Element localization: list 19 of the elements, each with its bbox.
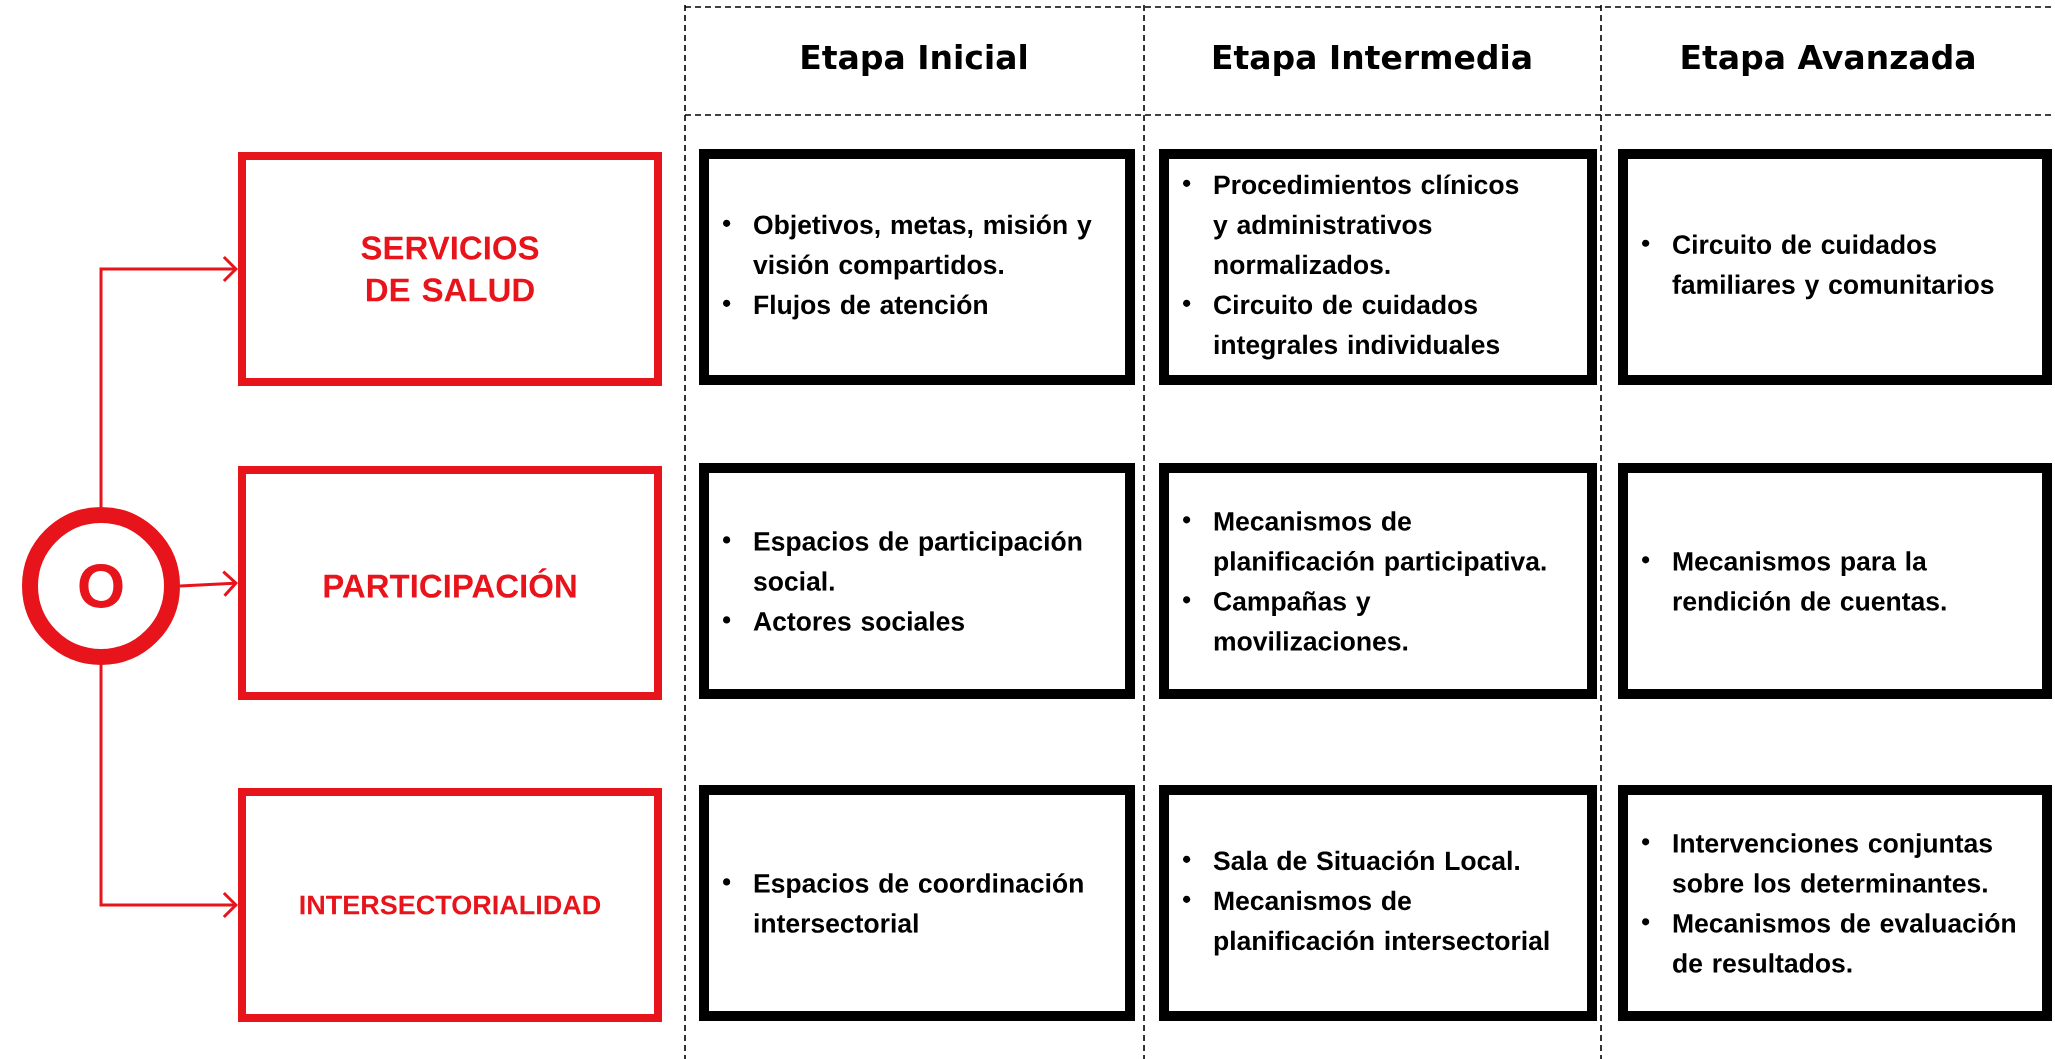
column-header: Etapa Avanzada — [1682, 44, 1974, 76]
category-box: SERVICIOS DE SALUD — [238, 152, 662, 386]
content-box: Sala de Situación Local. Mecanismos de planificación intersectorial — [1159, 785, 1597, 1021]
column-header: Etapa Intermedia — [1213, 44, 1531, 76]
content-box: Circuito de cuidados familiares y comunitarios — [1618, 149, 2052, 385]
content-box: Procedimientos clínicos y administrativos normalizados. Circuito de cuidados integrales individuales — [1159, 149, 1597, 385]
arrow — [179, 570, 238, 597]
content-box: Intervenciones conjuntas sobre los determinantes. Mecanismos de evaluación de resultados. — [1618, 785, 2052, 1021]
content-box: Espacios de coordinación intersectorial — [699, 785, 1135, 1021]
column-header: Etapa Inicial — [802, 44, 1026, 76]
arrow — [99, 665, 238, 919]
content-box: Mecanismos para la rendición de cuentas. — [1618, 463, 2052, 699]
arrow — [99, 255, 238, 507]
content-box: Espacios de participación social. Actores sociales — [699, 463, 1135, 699]
circle-node: O — [22, 507, 180, 665]
content-box: Mecanismos de planificación participativa. Campañas y movilizaciones. — [1159, 463, 1597, 699]
category-box: INTERSECTORIALIDAD — [238, 788, 662, 1022]
category-box: PARTICIPACIÓN — [238, 466, 662, 700]
content-box: Objetivos, metas, misión y visión compartidos. Flujos de atención — [699, 149, 1135, 385]
